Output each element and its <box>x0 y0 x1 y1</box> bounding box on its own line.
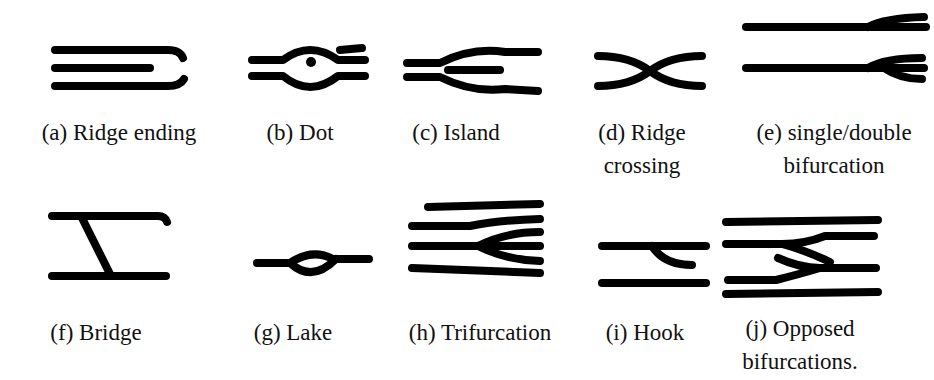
figure-caption: (a) Ridge ending <box>4 116 234 149</box>
figure-caption: (f) Bridge <box>36 316 156 349</box>
figure-caption: (i) Hook <box>595 316 695 349</box>
figure-caption: (c) Island <box>396 116 516 149</box>
figure-caption: (d) Ridge crossing <box>575 116 710 182</box>
figure-caption: (h) Trifurcation <box>390 316 570 349</box>
figure-caption: (g) Lake <box>238 316 348 349</box>
figure-caption: (j) Opposed bifurcations. <box>705 312 895 378</box>
figure-caption: (e) single/double bifurcation <box>738 116 930 182</box>
figure-caption: (b) Dot <box>245 116 355 149</box>
